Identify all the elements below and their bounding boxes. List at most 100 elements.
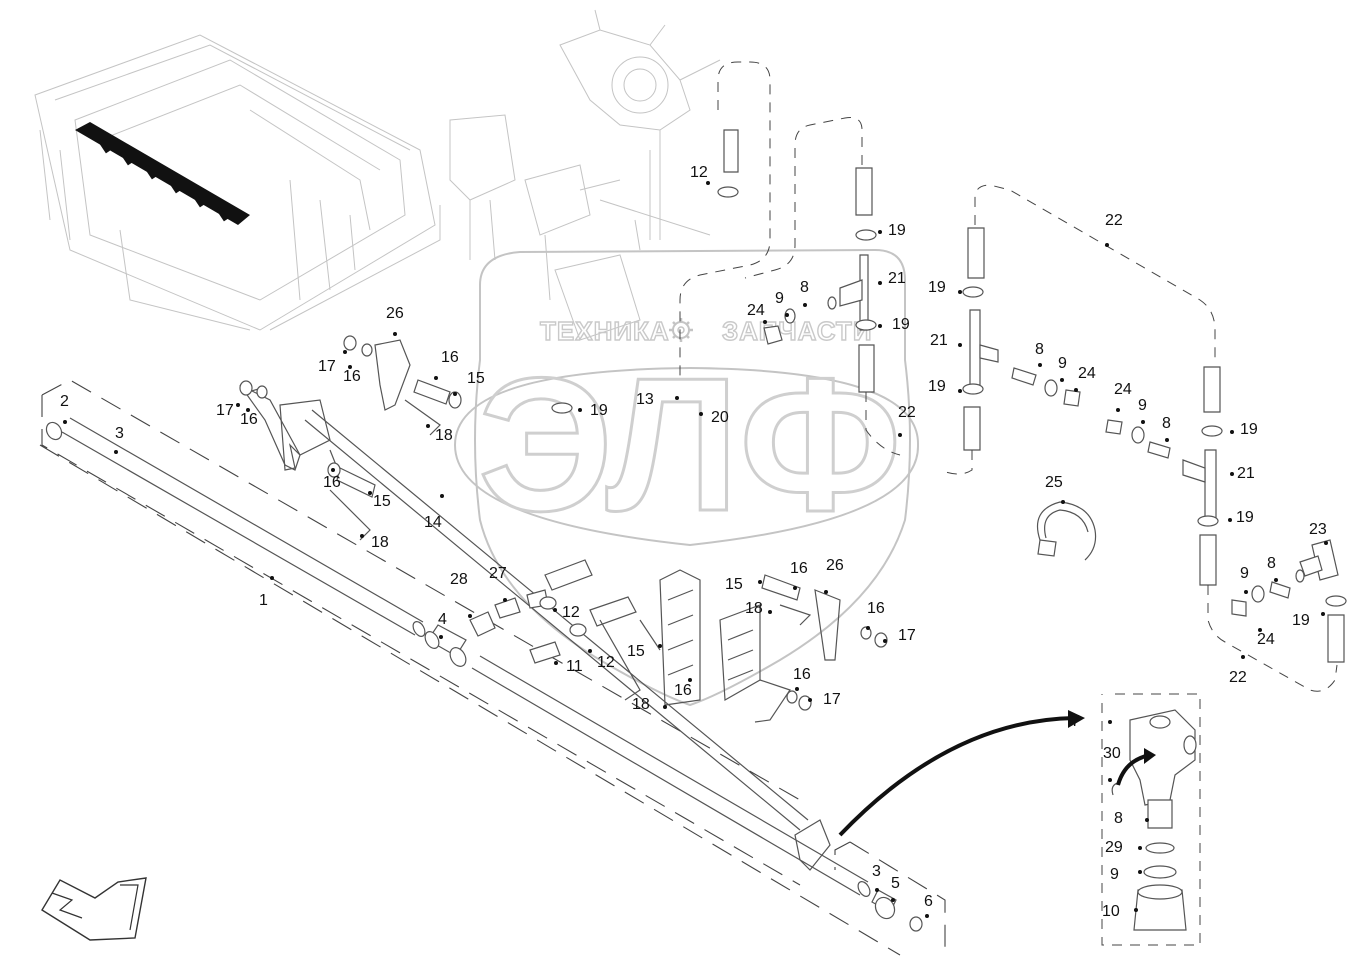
callout-16b: 16	[434, 349, 459, 380]
callout-number: 19	[928, 378, 946, 395]
callout-12b: 12	[553, 604, 580, 621]
callout-dot	[440, 494, 444, 498]
callout-9b: 9	[1058, 355, 1067, 382]
callout-21c: 21	[1230, 465, 1255, 482]
callout-3a: 3	[114, 425, 124, 454]
callout-dot	[426, 424, 430, 428]
callout-24b: 24	[1074, 365, 1096, 392]
callout-dot	[1258, 628, 1262, 632]
callout-13: 13	[636, 391, 679, 408]
callout-number: 1	[259, 592, 268, 609]
fitting-cap-2	[45, 421, 63, 441]
callout-number: 18	[632, 696, 650, 713]
callout-number: 23	[1309, 521, 1327, 538]
watermark-left-word: ТЕХНИКА	[540, 316, 670, 346]
callout-17a: 17	[318, 350, 347, 375]
callout-number: 24	[1078, 365, 1096, 382]
callout-dot	[453, 392, 457, 396]
callout-16c: 16	[240, 408, 258, 428]
callout-number: 17	[318, 358, 336, 375]
callout-8b: 8	[1035, 341, 1044, 367]
callout-12c: 12	[588, 649, 615, 671]
callout-number: 29	[1105, 839, 1123, 856]
callout-19c: 19	[928, 279, 962, 296]
callout-number: 5	[891, 875, 900, 892]
gear-icon	[669, 318, 693, 342]
callout-9c: 9	[1138, 397, 1147, 424]
callout-number: 19	[1236, 509, 1254, 526]
callout-25: 25	[1045, 474, 1065, 504]
callout-21a: 21	[878, 270, 906, 287]
callout-17c: 17	[883, 627, 916, 644]
callout-14: 14	[424, 494, 444, 531]
callout-30: 30	[1103, 745, 1121, 782]
hose-clamps	[551, 186, 1347, 607]
callout-number: 30	[1103, 745, 1121, 762]
callout-dot	[1145, 818, 1149, 822]
callout-2: 2	[60, 393, 69, 424]
callout-dot	[246, 408, 250, 412]
callout-number: 26	[386, 305, 404, 322]
callout-27: 27	[489, 565, 507, 602]
callout-dot	[785, 313, 789, 317]
callout-number: 6	[924, 893, 933, 910]
callout-number: 19	[888, 222, 906, 239]
tee-fitting-21b	[969, 309, 999, 386]
callout-number: 8	[1162, 415, 1171, 432]
callout-dot	[925, 914, 929, 918]
callout-number: 16	[323, 474, 341, 491]
callout-9e: 9	[1110, 866, 1142, 883]
callout-26b: 26	[824, 557, 844, 594]
callout-number: 16	[343, 368, 361, 385]
callout-9a: 9	[775, 290, 789, 317]
callout-number: 17	[823, 691, 841, 708]
callout-dot	[878, 324, 882, 328]
callout-dot	[1138, 870, 1142, 874]
callout-dot	[1230, 430, 1234, 434]
callout-number: 27	[489, 565, 507, 582]
callout-28: 28	[450, 571, 472, 618]
valve-body-7	[1129, 709, 1197, 806]
callout-dot	[1061, 500, 1065, 504]
callout-number: 19	[892, 316, 910, 333]
callout-dot	[1241, 655, 1245, 659]
callout-number: 12	[597, 654, 615, 671]
hose-loop-3	[939, 184, 1221, 475]
callout-8e: 8	[1114, 810, 1149, 827]
callout-3b: 3	[872, 863, 881, 892]
hose-loop-2	[744, 117, 901, 456]
callout-number: 16	[240, 411, 258, 428]
callout-dot	[1138, 846, 1142, 850]
callout-number: 19	[928, 279, 946, 296]
callout-10: 10	[1102, 903, 1138, 920]
callout-dot	[891, 898, 895, 902]
callout-20: 20	[699, 409, 729, 426]
callout-dot	[793, 586, 797, 590]
callout-dot	[1134, 908, 1138, 912]
nozzle-arm-upper	[343, 335, 462, 436]
callout-number: 15	[373, 493, 391, 510]
callout-dot	[439, 635, 443, 639]
callout-29: 29	[1105, 839, 1142, 856]
callout-number: 17	[216, 402, 234, 419]
callout-number: 20	[711, 409, 729, 426]
callout-number: 7	[1071, 713, 1080, 730]
callout-dot	[368, 491, 372, 495]
callout-dot	[1324, 541, 1328, 545]
callout-8c: 8	[1162, 415, 1171, 442]
callout-19g: 19	[1292, 612, 1325, 629]
callout-number: 8	[1267, 555, 1276, 572]
callout-number: 17	[898, 627, 916, 644]
callout-dot	[1108, 778, 1112, 782]
callout-16f: 16	[866, 600, 885, 630]
group-dash-lines	[39, 379, 946, 956]
callout-number: 21	[930, 332, 948, 349]
callout-dot	[768, 610, 772, 614]
callout-dot	[866, 626, 870, 630]
callout-19a: 19	[878, 222, 906, 239]
callout-dot	[236, 403, 240, 407]
callout-dot	[763, 320, 767, 324]
callout-number: 16	[793, 666, 811, 683]
